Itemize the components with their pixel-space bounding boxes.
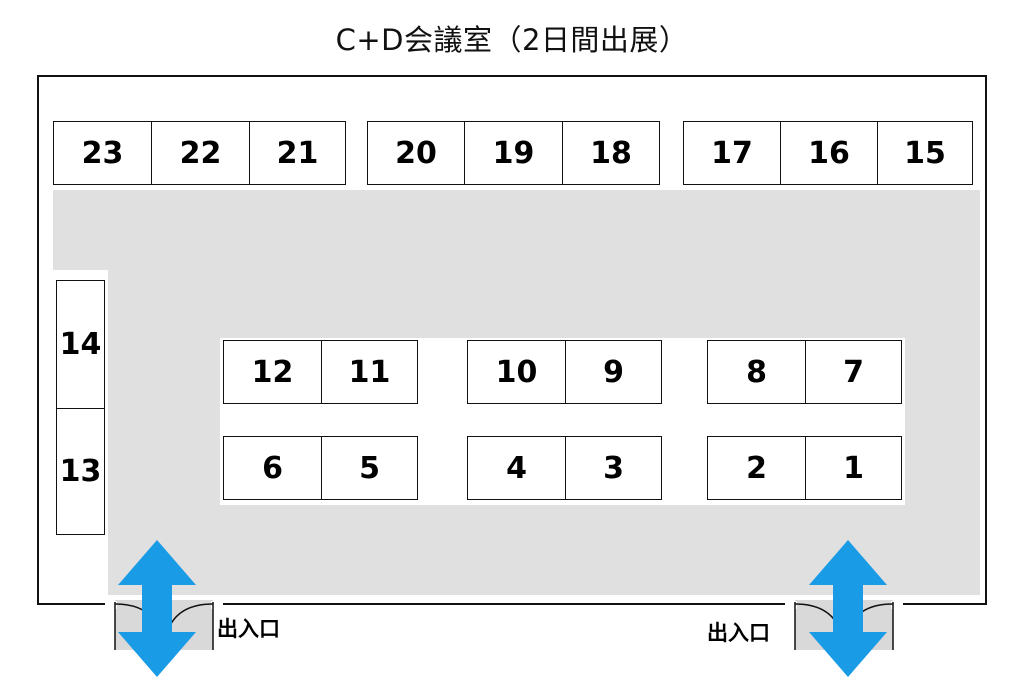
right-entrance-label: 出入口	[707, 621, 770, 645]
booth-11[interactable]: 11	[321, 340, 418, 404]
booth-14[interactable]: 14	[56, 280, 105, 409]
booth-19[interactable]: 19	[464, 121, 563, 185]
left-entrance-label: 出入口	[217, 617, 280, 641]
left-entrance-arrow-icon	[118, 540, 196, 677]
booth-12[interactable]: 12	[223, 340, 322, 404]
booth-20[interactable]: 20	[367, 121, 465, 185]
booth-21[interactable]: 21	[249, 121, 346, 185]
right-entrance-arrow-icon	[809, 540, 887, 677]
booth-15[interactable]: 15	[877, 121, 973, 185]
booth-1[interactable]: 1	[805, 436, 902, 500]
booth-3[interactable]: 3	[565, 436, 662, 500]
booth-17[interactable]: 17	[683, 121, 781, 185]
booth-16[interactable]: 16	[780, 121, 878, 185]
aisle-middle	[220, 270, 905, 338]
booth-10[interactable]: 10	[467, 340, 566, 404]
booth-18[interactable]: 18	[562, 121, 660, 185]
booth-8[interactable]: 8	[707, 340, 806, 404]
booth-22[interactable]: 22	[151, 121, 250, 185]
booth-13[interactable]: 13	[56, 408, 105, 535]
booth-5[interactable]: 5	[321, 436, 418, 500]
booth-2[interactable]: 2	[707, 436, 806, 500]
booth-9[interactable]: 9	[565, 340, 662, 404]
floor-plan-title: C+D会議室（2日間出展）	[335, 23, 689, 57]
booth-7[interactable]: 7	[805, 340, 902, 404]
aisle-top	[53, 190, 980, 270]
